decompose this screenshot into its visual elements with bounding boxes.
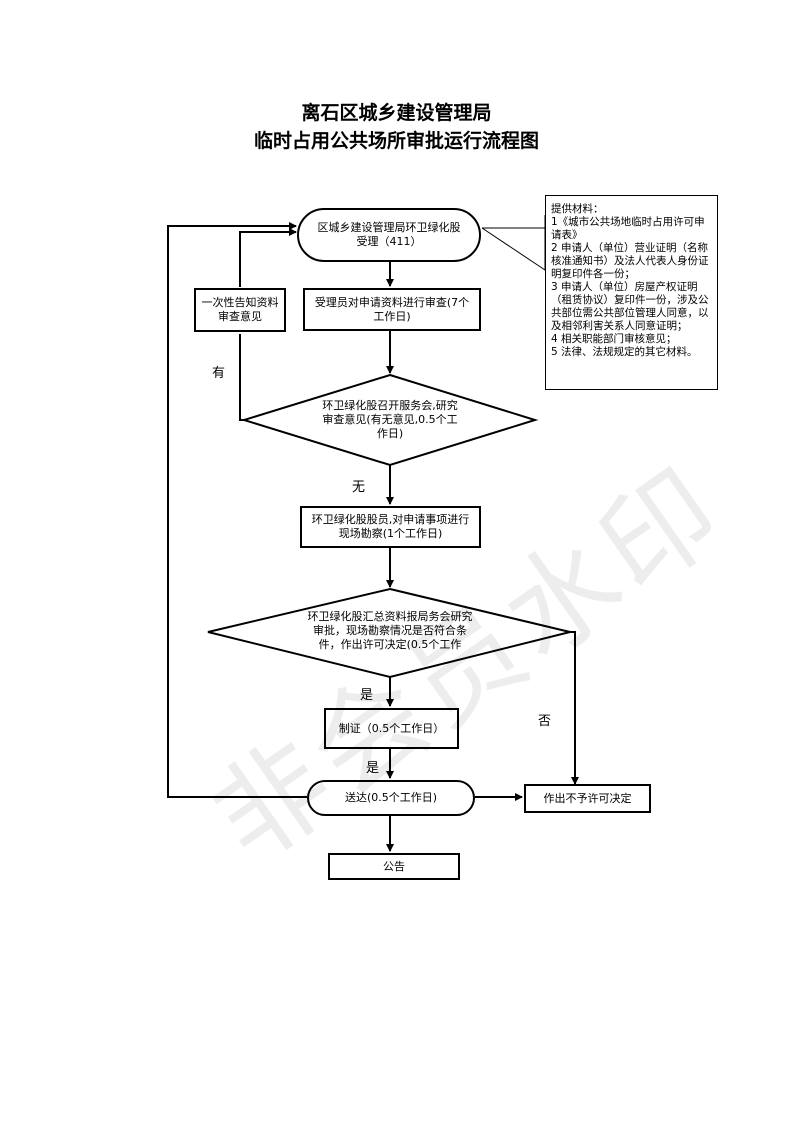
edge-label-yes1: 是 [360, 688, 374, 703]
page-subtitle: 临时占用公共场所审批运行流程图 [253, 130, 539, 152]
reject-text: 作出不予许可决定 [543, 791, 632, 805]
accept-text: 区城乡建设管理局环卫绿化股受理（411） [317, 221, 461, 248]
deliver-node: 送达(0.5个工作日) [307, 780, 475, 816]
certify-text: 制证（0.5个工作日） [338, 721, 445, 735]
materials-item-3: 3 申请人（单位）房屋产权证明（租赁协议）复印件一份，涉及公共部位需公共部位管理… [551, 281, 709, 332]
reject-node: 作出不予许可决定 [524, 784, 651, 813]
review-node: 受理员对申请资料进行审查(7个工作日) [303, 288, 481, 331]
notify-text: 一次性告知资料审查意见 [201, 296, 279, 323]
survey-text: 环卫绿化股股员,对申请事项进行现场勘察(1个工作日) [311, 513, 470, 540]
deliver-text: 送达(0.5个工作日) [344, 791, 438, 804]
announce-text: 公告 [383, 859, 405, 873]
materials-item-2: 2 申请人（单位）营业证明（名称核准通知书）及法人代表人身份证明复印件各一份； [551, 242, 709, 280]
edge-label-no: 否 [538, 714, 552, 729]
meeting-diamond [240, 373, 539, 467]
page-title: 离石区城乡建设管理局 [301, 102, 492, 124]
announce-node: 公告 [328, 853, 460, 880]
edge-label-yes2: 是 [366, 761, 380, 776]
certify-node: 制证（0.5个工作日） [324, 708, 459, 749]
edge-label-none: 无 [352, 480, 366, 495]
decision-diamond [207, 587, 571, 679]
materials-heading: 提供材料： [551, 203, 604, 215]
survey-node: 环卫绿化股股员,对申请事项进行现场勘察(1个工作日) [300, 506, 481, 548]
edge-label-has: 有 [212, 366, 226, 381]
materials-item-1: 1《城市公共场地临时占用许可申请表》 [551, 216, 705, 241]
accept-node: 区城乡建设管理局环卫绿化股受理（411） [297, 208, 481, 262]
materials-item-4: 4 相关职能部门审核意见； [551, 333, 677, 345]
meeting-text: 环卫绿化股召开服务会,研究审查意见(有无意见,0.5个工作日) [322, 399, 458, 440]
materials-box: 提供材料： 1《城市公共场地临时占用许可申请表》 2 申请人（单位）营业证明（名… [545, 195, 718, 390]
review-text: 受理员对申请资料进行审查(7个工作日) [314, 295, 470, 323]
decision-text: 环卫绿化股汇总资料报局务会研究审批，现场勘察情况是否符合条件，作出许可决定(0.… [307, 610, 473, 651]
materials-item-5: 5 法律、法规规定的其它材料。 [551, 346, 698, 358]
notify-node: 一次性告知资料审查意见 [194, 288, 286, 332]
